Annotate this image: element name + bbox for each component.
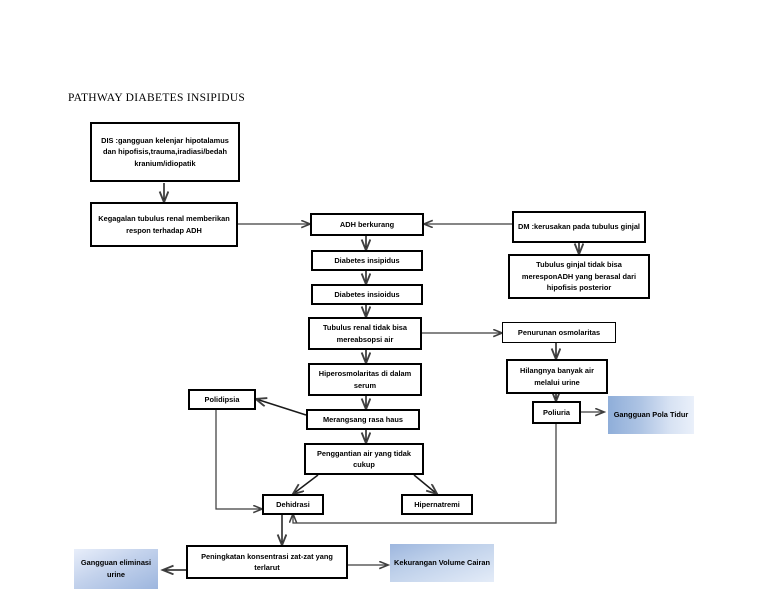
node-penurunan-osmolaritas: Penurunan osmolaritas: [502, 322, 616, 343]
node-dehidrasi: Dehidrasi: [262, 494, 324, 515]
node-penggantian-air: Penggantian air yang tidak cukup: [304, 443, 424, 475]
edge-penggantian-to-dehidrasi: [293, 474, 319, 494]
edge-penggantian-to-hipernatremi: [413, 474, 437, 494]
node-diabetes-insioidus: Diabetes insioidus: [311, 284, 423, 305]
node-dm: DM :kerusakan pada tubulus ginjal: [512, 211, 646, 243]
node-adh-berkurang: ADH berkurang: [310, 213, 424, 236]
node-kegagalan-tubulus-renal: Kegagalan tubulus renal memberikan respo…: [90, 202, 238, 247]
node-gangguan-eliminasi-urine: Gangguan eliminasi urine: [74, 549, 158, 589]
node-hipernatremi: Hipernatremi: [401, 494, 473, 515]
edge-merangsang-to-polidipsia: [256, 399, 307, 416]
page-title: PATHWAY DIABETES INSIPIDUS: [68, 92, 246, 104]
node-merangsang-rasa-haus: Merangsang rasa haus: [306, 409, 420, 430]
node-hiperosmolaritas: Hiperosmolaritas di dalam serum: [308, 363, 422, 396]
node-poliuria: Poliuria: [532, 401, 581, 424]
node-hilangnya-banyak-air: Hilangnya banyak air melalui urine: [506, 359, 608, 394]
node-gangguan-pola-tidur: Gangguan Pola Tidur: [608, 396, 694, 434]
node-kekurangan-volume-cairan: Kekurangan Volume Cairan: [390, 544, 494, 582]
edge-polidipsia-to-dehidrasi: [215, 404, 262, 509]
node-tubulus-ginjal: Tubulus ginjal tidak bisa meresponADH ya…: [508, 254, 650, 299]
node-dis: DIS :gangguan kelenjar hipotalamus dan h…: [90, 122, 240, 182]
node-polidipsia: Polidipsia: [188, 389, 256, 410]
node-tubulus-renal: Tubulus renal tidak bisa mereabsopsi air: [308, 317, 422, 350]
node-diabetes-insipidus: Diabetes insipidus: [311, 250, 423, 271]
node-peningkatan-konsentrasi: Peningkatan konsentrasi zat-zat yang ter…: [186, 545, 348, 579]
